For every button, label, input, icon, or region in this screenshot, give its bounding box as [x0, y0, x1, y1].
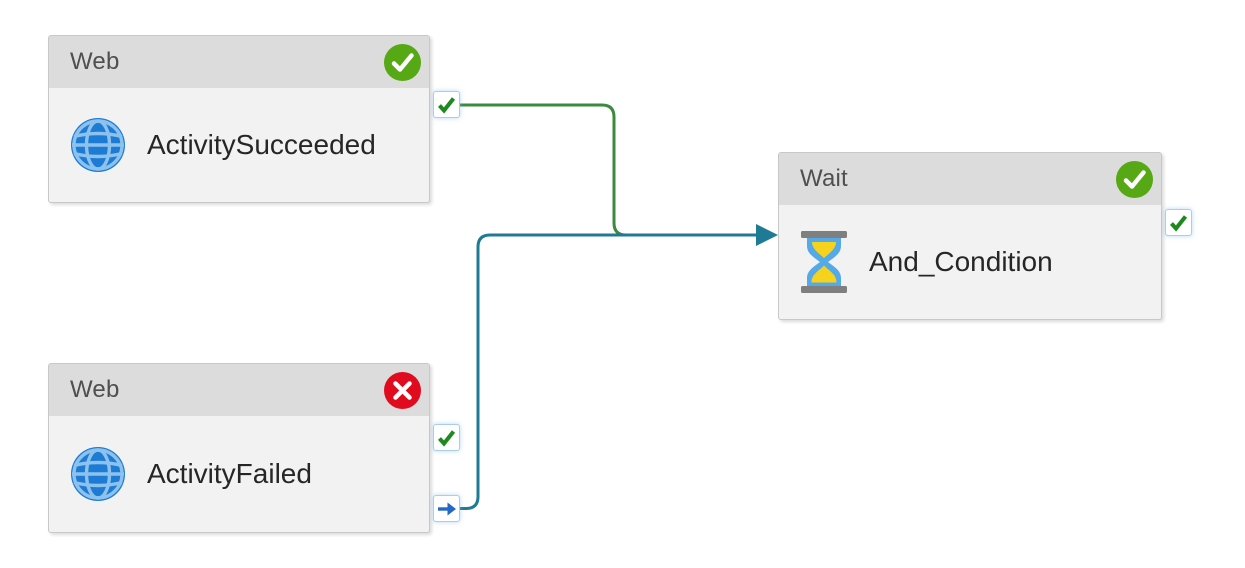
- globe-icon: [71, 118, 125, 172]
- connector-success-activity-succeeded[interactable]: [460, 103, 627, 237]
- connector-arrowhead: [756, 224, 778, 246]
- status-succeeded-icon: [384, 43, 421, 81]
- activity-node-activityfailed[interactable]: Web ActivityFailed: [48, 363, 430, 533]
- activity-node-activitysucceeded[interactable]: Web ActivitySucceeded: [48, 35, 430, 203]
- node-body: And_Condition: [779, 205, 1161, 319]
- activity-type-label: Web: [70, 48, 120, 75]
- status-succeeded-icon: [1116, 160, 1153, 198]
- activity-node-and-condition[interactable]: Wait And_Condition: [778, 152, 1162, 320]
- arrow-right-icon: [437, 502, 456, 515]
- output-port-success-and-condition[interactable]: [1165, 209, 1192, 236]
- hourglass-icon: [801, 231, 847, 293]
- activity-name-label: ActivityFailed: [147, 458, 312, 489]
- node-header: Web: [49, 36, 429, 88]
- check-icon: [1170, 215, 1188, 232]
- output-port-success-activityfailed[interactable]: [433, 424, 460, 451]
- node-body: ActivitySucceeded: [49, 88, 429, 202]
- node-header: Wait: [779, 153, 1161, 205]
- check-icon: [438, 97, 456, 114]
- node-header: Web: [49, 364, 429, 416]
- globe-icon: [71, 447, 125, 501]
- connector-completion-activity-failed[interactable]: [460, 233, 757, 510]
- activity-name-label: And_Condition: [869, 246, 1053, 277]
- check-icon: [438, 430, 456, 447]
- output-port-success-activitysucceeded[interactable]: [433, 91, 460, 118]
- activity-type-label: Wait: [800, 165, 848, 192]
- activity-name-label: ActivitySucceeded: [147, 129, 376, 160]
- activity-type-label: Web: [70, 376, 120, 403]
- status-failed-icon: [384, 371, 421, 409]
- output-port-completion-activityfailed[interactable]: [433, 495, 460, 522]
- node-body: ActivityFailed: [49, 416, 429, 532]
